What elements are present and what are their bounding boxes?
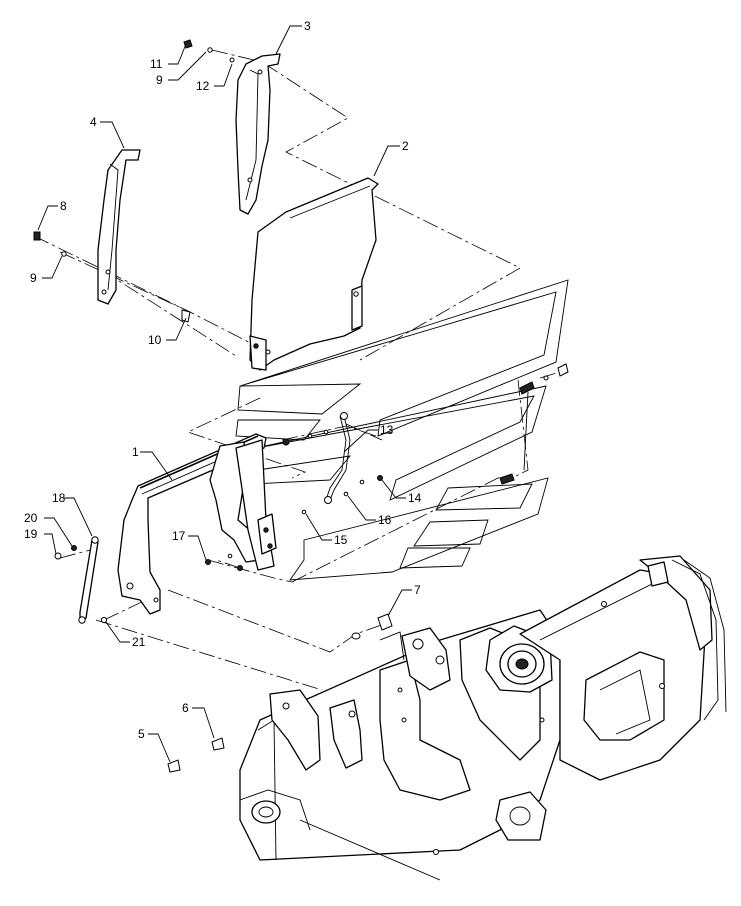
part-left-upper-trim — [97, 149, 141, 305]
callout-18: 18 — [52, 491, 66, 505]
callout-leaders — [37, 25, 412, 763]
part-window-panel — [249, 177, 379, 371]
callout-11: 11 — [150, 57, 163, 71]
callout-20: 20 — [24, 511, 38, 525]
part-right-upper-trim — [235, 53, 281, 215]
callout-14: 14 — [408, 491, 422, 505]
callout-6: 6 — [182, 701, 189, 715]
callout-21: 21 — [132, 635, 146, 649]
callout-15: 15 — [334, 533, 348, 547]
callout-12: 12 — [196, 79, 210, 93]
callout-8: 8 — [60, 199, 67, 213]
callout-16: 16 — [378, 513, 392, 527]
callout-2: 2 — [402, 139, 409, 153]
part-main-frame — [117, 433, 277, 615]
callout-5: 5 — [138, 727, 145, 741]
small-hardware — [33, 39, 393, 773]
callout-4: 4 — [90, 115, 97, 129]
callout-labels: 1 2 3 4 5 6 7 8 9 9 10 11 12 13 14 15 16… — [24, 19, 422, 741]
callout-10: 10 — [148, 333, 162, 347]
callout-3: 3 — [304, 19, 311, 33]
callout-7: 7 — [414, 583, 421, 597]
assembly-centerlines — [33, 49, 561, 691]
callout-13: 13 — [380, 423, 394, 437]
part-gas-strut — [54, 536, 108, 624]
callout-1: 1 — [132, 445, 139, 459]
callout-9-upper: 9 — [156, 73, 163, 87]
hood-outline-guide — [235, 279, 569, 581]
part-chassis-frame — [239, 555, 727, 881]
callout-9-lower: 9 — [30, 271, 37, 285]
part-wire-harness — [324, 363, 569, 504]
callout-19: 19 — [24, 527, 38, 541]
callout-17: 17 — [172, 529, 186, 543]
